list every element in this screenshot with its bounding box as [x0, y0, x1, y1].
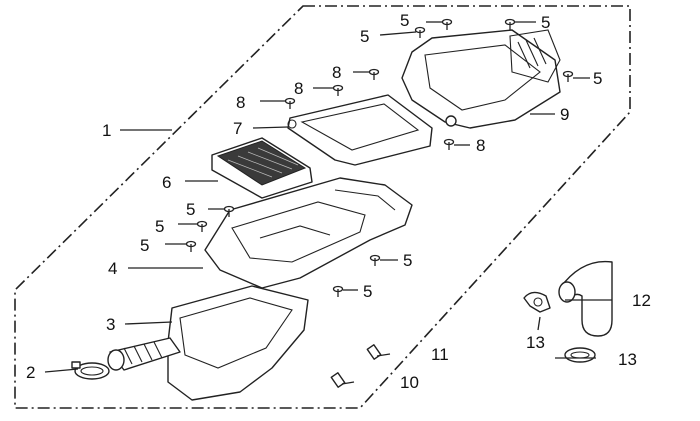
part-7-frame	[287, 94, 433, 166]
part-3-lower-housing	[107, 285, 309, 401]
callout-13-lower: 13	[618, 350, 637, 369]
callout-4: 4	[108, 259, 117, 278]
callout-2: 2	[26, 363, 35, 382]
leader-lines	[44, 21, 612, 373]
callout-12: 12	[632, 291, 651, 310]
callout-9: 9	[560, 105, 569, 124]
callout-1: 1	[102, 121, 111, 140]
callout-11: 11	[431, 345, 449, 364]
part-13-clamp-upper	[523, 291, 551, 313]
part-2-clamp	[71, 361, 110, 380]
part-6-filter-element	[211, 137, 313, 199]
callout-10: 10	[400, 373, 419, 392]
callout-6: 6	[162, 173, 171, 192]
callout-5-housing-1: 5	[186, 200, 195, 219]
screws	[185, 18, 574, 297]
part-12-hose	[558, 260, 613, 337]
callout-5-housing-5: 5	[363, 282, 372, 301]
part-13-clamp-lower	[564, 347, 596, 363]
callout-8-left: 8	[236, 93, 245, 112]
callout-8-middle: 8	[294, 79, 303, 98]
callout-5-housing-2: 5	[155, 217, 164, 236]
part-9-cover	[401, 29, 561, 129]
callout-5-top-right: 5	[541, 13, 550, 32]
callout-13-upper: 13	[526, 333, 545, 352]
part-4-middle-housing	[204, 177, 413, 289]
callout-7: 7	[233, 119, 242, 138]
part-10-bolt	[330, 372, 355, 388]
part-11-bolt	[366, 344, 391, 360]
callout-5-cover-left: 5	[360, 27, 369, 46]
callout-5-housing-3: 5	[140, 236, 149, 255]
callout-5-cover-right: 5	[593, 69, 602, 88]
callout-8-top: 8	[332, 63, 341, 82]
callout-3: 3	[106, 315, 115, 334]
callout-5-housing-4: 5	[403, 251, 412, 270]
callout-5-top-left: 5	[400, 11, 409, 30]
callout-8-cover: 8	[476, 136, 485, 155]
